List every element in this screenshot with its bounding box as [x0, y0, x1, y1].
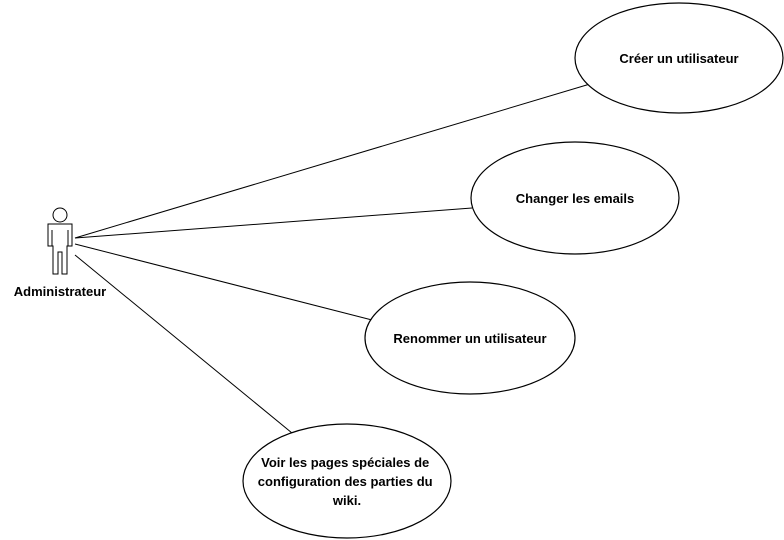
- use-case-emails[interactable]: Changer les emails: [470, 141, 680, 255]
- actor-body: [47, 223, 73, 275]
- use-case-pages-line-1: Voir les pages spéciales de: [261, 455, 429, 470]
- use-case-pages-ellipse: [242, 423, 452, 539]
- association-pages: [74, 254, 293, 434]
- use-case-renommer[interactable]: Renommer un utilisateur: [364, 281, 576, 395]
- use-case-pages-label: Voir les pages spéciales de configuratio…: [258, 455, 436, 508]
- actor-head: [52, 207, 68, 223]
- use-case-emails-line: Changer les emails: [516, 191, 635, 206]
- use-case-creer-ellipse: [574, 2, 784, 114]
- association-emails: [74, 207, 473, 239]
- use-case-renommer-label: Renommer un utilisateur: [393, 331, 546, 346]
- use-case-renommer-line: Renommer un utilisateur: [393, 331, 546, 346]
- association-renommer: [74, 243, 373, 321]
- use-case-creer-label: Créer un utilisateur: [619, 51, 738, 66]
- actor-figure: [47, 207, 73, 275]
- association-creer: [74, 83, 591, 239]
- use-case-renommer-ellipse: [364, 281, 576, 395]
- use-case-emails-label: Changer les emails: [516, 191, 635, 206]
- use-case-pages-line-2: configuration des parties du: [258, 474, 433, 489]
- actor-label: Administrateur: [14, 284, 106, 299]
- use-case-pages-line-3: wiki.: [332, 493, 361, 508]
- use-case-pages[interactable]: Voir les pages spéciales de configuratio…: [242, 423, 452, 539]
- use-case-creer-line: Créer un utilisateur: [619, 51, 738, 66]
- use-case-creer[interactable]: Créer un utilisateur: [574, 2, 784, 114]
- use-case-emails-ellipse: [470, 141, 680, 255]
